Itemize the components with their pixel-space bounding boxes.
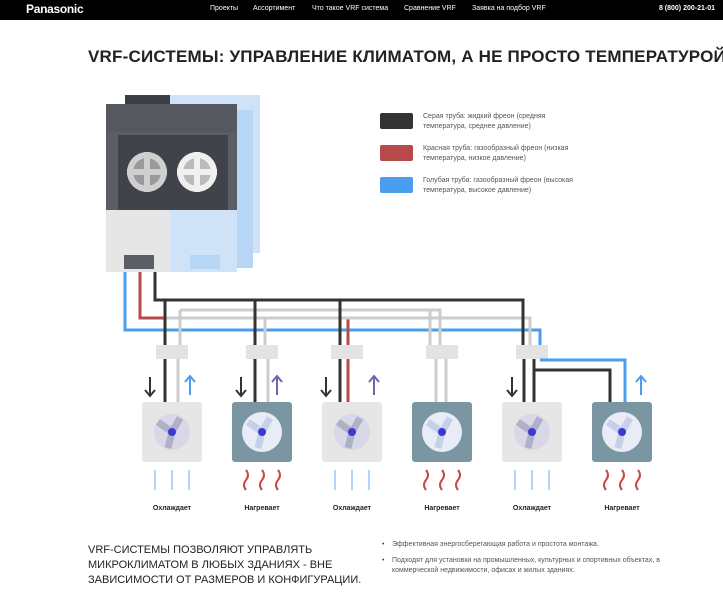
legend-swatch	[380, 113, 413, 129]
arrow-down-icon	[144, 377, 156, 398]
arrow-up-icon	[184, 374, 196, 395]
fan-icon	[502, 402, 562, 462]
arrow-down-icon	[506, 377, 518, 398]
nav-assortment[interactable]: Ассортимент	[253, 5, 296, 12]
outdoor-unit	[106, 95, 260, 272]
fan-icon	[142, 402, 202, 462]
heat-wave-icon	[243, 469, 281, 491]
nav-what-is-vrf[interactable]: Что такое VRF система	[312, 5, 389, 12]
unit-mode-label: Нагревает	[244, 505, 280, 512]
benefit-item: Эффективная энергосберегающая работа и п…	[380, 540, 670, 550]
heat-wave-icon	[603, 469, 641, 491]
unit-mode-label: Нагревает	[424, 505, 460, 512]
nav-vrf-comparison[interactable]: Сравнение VRF	[404, 5, 456, 12]
legend-swatch	[380, 145, 413, 161]
legend-text: Серая труба: жидкий фреон (средняя темпе…	[423, 113, 546, 130]
fan-icon	[177, 152, 217, 192]
unit-mode-label: Охлаждает	[512, 505, 552, 512]
fan-icon	[232, 402, 292, 462]
fan-icon	[412, 402, 472, 462]
phone-number[interactable]: 8 (800) 200-21-01	[658, 5, 715, 12]
legend-text: Красная труба: газообразный фреон (низка…	[423, 145, 569, 162]
arrow-up-icon	[271, 374, 283, 395]
fan-icon	[592, 402, 652, 462]
legend-text: Голубая труба: газообразный фреон (высок…	[423, 177, 573, 194]
tagline: VRF-СИСТЕМЫ ПОЗВОЛЯЮТ УПРАВЛЯТЬ МИКРОКЛИ…	[88, 544, 362, 586]
legend-swatch	[380, 177, 413, 193]
fan-icon	[127, 152, 167, 192]
pipe-network	[123, 272, 542, 345]
unit-mode-label: Нагревает	[604, 505, 640, 512]
air-outputs	[154, 469, 641, 491]
top-navigation-bar: Panasonic Проекты Ассортимент Что такое …	[0, 0, 723, 20]
unit-mode-label: Охлаждает	[332, 505, 372, 512]
cold-air-icon	[154, 470, 190, 490]
nav-projects[interactable]: Проекты	[210, 5, 239, 12]
fan-icon	[322, 402, 382, 462]
arrow-up-icon	[635, 374, 647, 395]
benefit-item: Подходят для установки на промышленных, …	[380, 556, 670, 576]
indoor-units	[142, 402, 652, 462]
branch-boxes	[156, 345, 548, 359]
brand-logo[interactable]: Panasonic	[26, 2, 84, 16]
unit-mode-label: Охлаждает	[152, 505, 192, 512]
unit-drops	[163, 358, 627, 402]
nav-vrf-request[interactable]: Заявка на подбор VRF	[472, 5, 546, 12]
arrow-down-icon	[235, 377, 247, 398]
heat-wave-icon	[423, 469, 461, 491]
arrow-down-icon	[320, 377, 332, 398]
flow-arrows	[144, 374, 647, 398]
arrow-up-icon	[368, 374, 380, 395]
cold-air-icon	[514, 470, 550, 490]
cold-air-icon	[334, 470, 370, 490]
benefits-list: Эффективная энергосберегающая работа и п…	[380, 540, 670, 582]
page-title: VRF-СИСТЕМЫ: УПРАВЛЕНИЕ КЛИМАТОМ, А НЕ П…	[88, 47, 723, 66]
